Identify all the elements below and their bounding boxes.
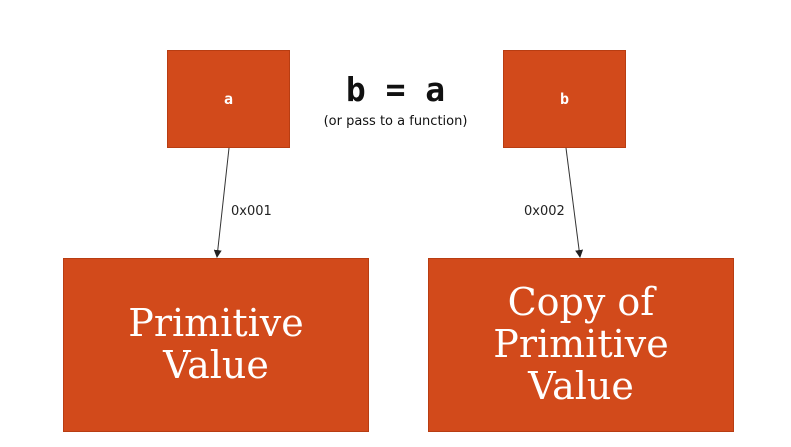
address-b-label: 0x002 [524, 204, 565, 219]
variable-b-label: b [559, 90, 570, 108]
assignment-code: b = a [345, 70, 446, 109]
arrow-a-to-primitive [213, 147, 230, 258]
address-a-label: 0x001 [231, 204, 272, 219]
primitive-value-box: Primitive Value [63, 258, 369, 432]
arrow-b-to-copy [565, 147, 584, 258]
primitive-value-label: Primitive Value [128, 301, 304, 387]
copy-value-label: Copy of Primitive Value [493, 280, 669, 408]
copy-value-box: Copy of Primitive Value [428, 258, 734, 432]
variable-a-label: a [223, 90, 234, 108]
variable-a-box: a [167, 50, 290, 148]
assignment-note: (or pass to a function) [323, 114, 468, 129]
variable-b-box: b [503, 50, 626, 148]
